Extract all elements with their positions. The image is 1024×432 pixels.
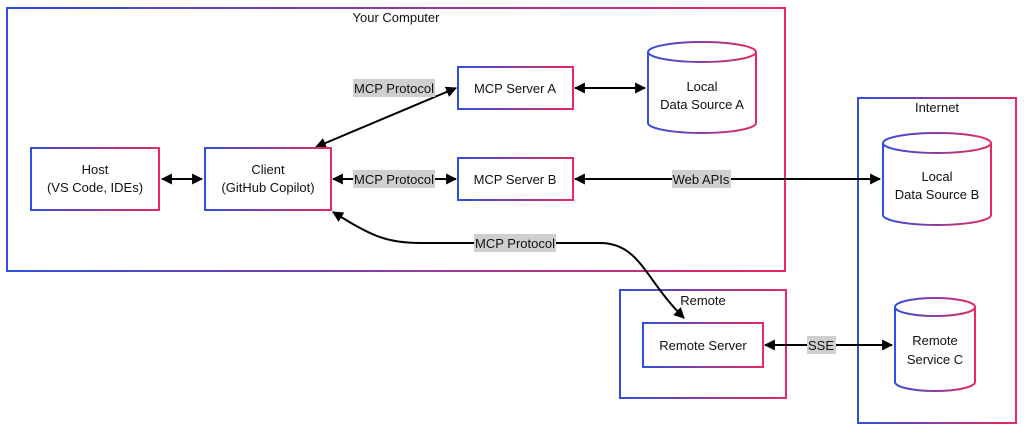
- edge-client-remote: [332, 211, 685, 319]
- node-remote-service-c-line1: Remote: [912, 333, 958, 348]
- edge-label-client-remote: MCP Protocol: [474, 234, 556, 252]
- node-local-data-source-a: Local Data Source A: [647, 41, 757, 134]
- node-remote-service-c-line2: Service C: [907, 352, 963, 367]
- node-local-data-source-a-line2: Data Source A: [660, 97, 744, 112]
- node-host: Host (VS Code, IDEs): [30, 147, 160, 211]
- edge-label-client-server-b-text: MCP Protocol: [354, 172, 434, 187]
- edge-label-client-remote-text: MCP Protocol: [475, 236, 555, 251]
- node-host-line1: Host: [82, 162, 109, 177]
- node-local-data-source-a-line1: Local: [686, 79, 717, 94]
- node-local-data-source-b-line2: Data Source B: [895, 187, 980, 202]
- node-local-data-source-b-line1: Local: [921, 169, 952, 184]
- node-mcp-server-a: MCP Server A: [457, 66, 574, 110]
- edge-label-client-server-a: MCP Protocol: [353, 79, 435, 97]
- edge-label-client-server-a-text: MCP Protocol: [354, 81, 434, 96]
- node-local-data-source-b: Local Data Source B: [882, 132, 992, 226]
- edge-label-remote-service-c: SSE: [807, 336, 836, 354]
- edge-client-server-a: [314, 86, 458, 149]
- group-internet-title: Internet: [915, 100, 959, 115]
- edge-label-remote-service-c-text: SSE: [808, 338, 834, 353]
- node-client-line2: (GitHub Copilot): [221, 180, 314, 195]
- node-remote-server-label: Remote Server: [659, 338, 747, 353]
- node-remote-service-c: Remote Service C: [894, 297, 976, 392]
- node-host-line2: (VS Code, IDEs): [47, 180, 143, 195]
- node-mcp-server-a-label: MCP Server A: [474, 81, 556, 96]
- edge-label-server-b-data-b-text: Web APIs: [673, 172, 730, 187]
- group-internet: Internet: [857, 97, 1017, 424]
- edge-label-server-b-data-b: Web APIs: [672, 170, 731, 188]
- edge-label-client-server-b: MCP Protocol: [353, 170, 435, 188]
- group-your-computer-title: Your Computer: [353, 10, 441, 25]
- group-remote-title: Remote: [680, 293, 726, 308]
- node-mcp-server-b: MCP Server B: [457, 157, 574, 201]
- node-remote-server: Remote Server: [642, 322, 764, 368]
- node-mcp-server-b-label: MCP Server B: [474, 172, 557, 187]
- node-client: Client (GitHub Copilot): [204, 147, 332, 211]
- node-client-line1: Client: [251, 162, 285, 177]
